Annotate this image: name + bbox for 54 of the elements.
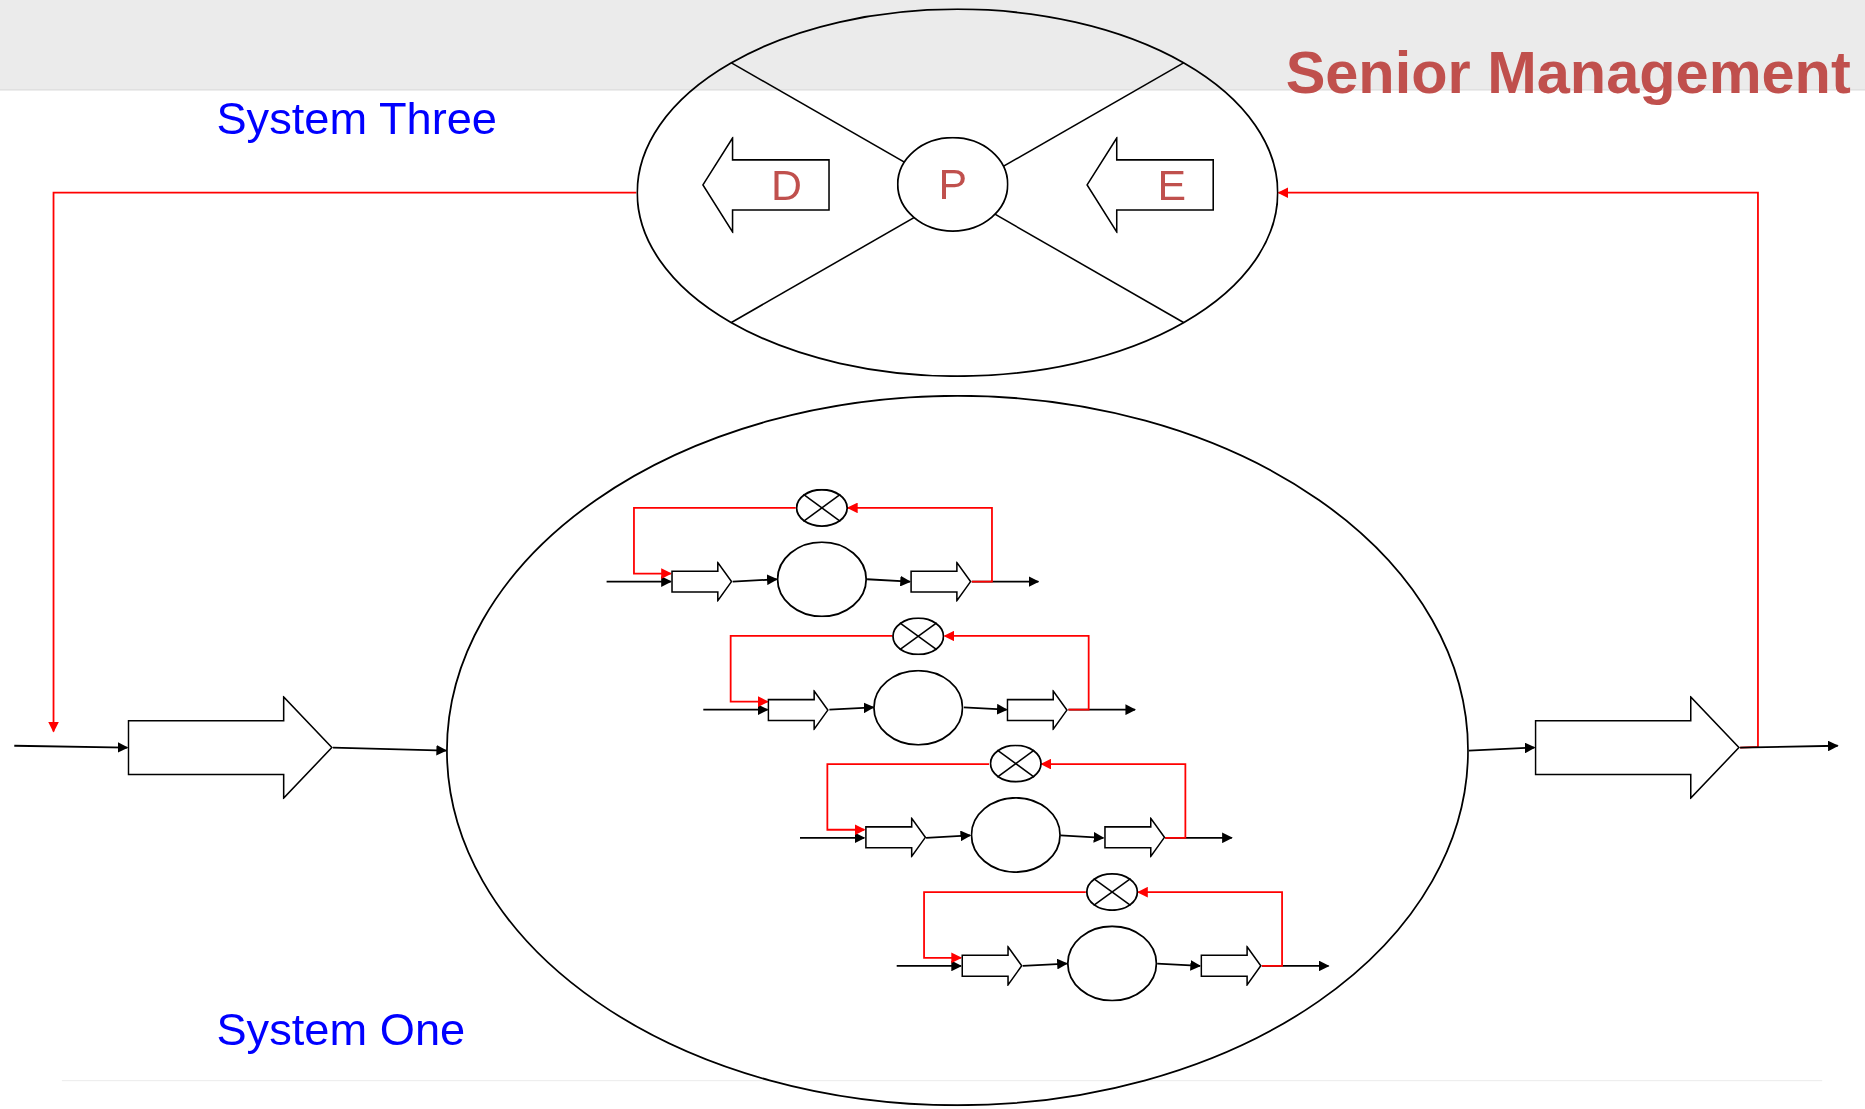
pointer-shape	[909, 561, 972, 602]
pointer-shape	[960, 945, 1023, 987]
pointer-shape	[864, 817, 927, 859]
circle-node	[896, 136, 1009, 232]
block-arrow	[1534, 695, 1741, 800]
node-label: D	[771, 163, 802, 207]
feedback-arrow	[826, 763, 990, 836]
pointer-shape	[670, 561, 733, 602]
feedback-arrow	[633, 507, 797, 579]
arrow	[962, 703, 1008, 715]
comparator-symbol	[795, 488, 849, 527]
arrow	[605, 576, 672, 587]
feedback-arrow	[847, 502, 993, 583]
feedback-arrow	[1040, 758, 1187, 839]
circle-node	[873, 669, 964, 746]
circle-node	[776, 541, 868, 618]
feedback-arrow	[729, 635, 894, 707]
circle-node	[970, 797, 1061, 874]
feedback-arrow	[1277, 187, 1759, 749]
block-arrow	[701, 136, 831, 234]
circle-node	[1066, 925, 1158, 1002]
arrow	[332, 744, 448, 756]
arrow	[13, 742, 129, 753]
arrow	[702, 704, 769, 716]
feedback-arrow	[48, 191, 638, 733]
comparator-symbol	[892, 616, 945, 655]
arrow	[1739, 740, 1839, 752]
arrow	[925, 830, 972, 842]
title: Senior Management	[1285, 40, 1851, 106]
feedback-arrow	[923, 891, 1087, 964]
arrow	[1021, 958, 1068, 970]
ellipse	[636, 8, 1279, 378]
node-label: E	[1157, 163, 1187, 207]
arrow	[866, 575, 911, 587]
pointer-shape	[767, 689, 830, 730]
feedback-arrow	[1137, 886, 1283, 967]
pointer-shape	[1200, 945, 1262, 987]
arrow	[731, 574, 778, 586]
pointer-shape	[1103, 817, 1166, 859]
system-label: System One	[216, 1006, 466, 1056]
feedback-arrow	[943, 630, 1090, 711]
node-label: P	[938, 162, 967, 206]
comparator-symbol	[1085, 873, 1139, 912]
block-arrow	[1085, 136, 1215, 234]
arrow	[1156, 960, 1202, 971]
arrow	[1468, 742, 1536, 754]
block-arrow	[127, 695, 334, 800]
arrow	[895, 960, 962, 972]
arrow	[799, 832, 866, 844]
comparator-symbol	[989, 745, 1042, 784]
pointer-shape	[1006, 689, 1069, 730]
system-label: System Three	[216, 95, 497, 145]
arrow	[828, 702, 875, 714]
arrow	[1059, 831, 1105, 843]
